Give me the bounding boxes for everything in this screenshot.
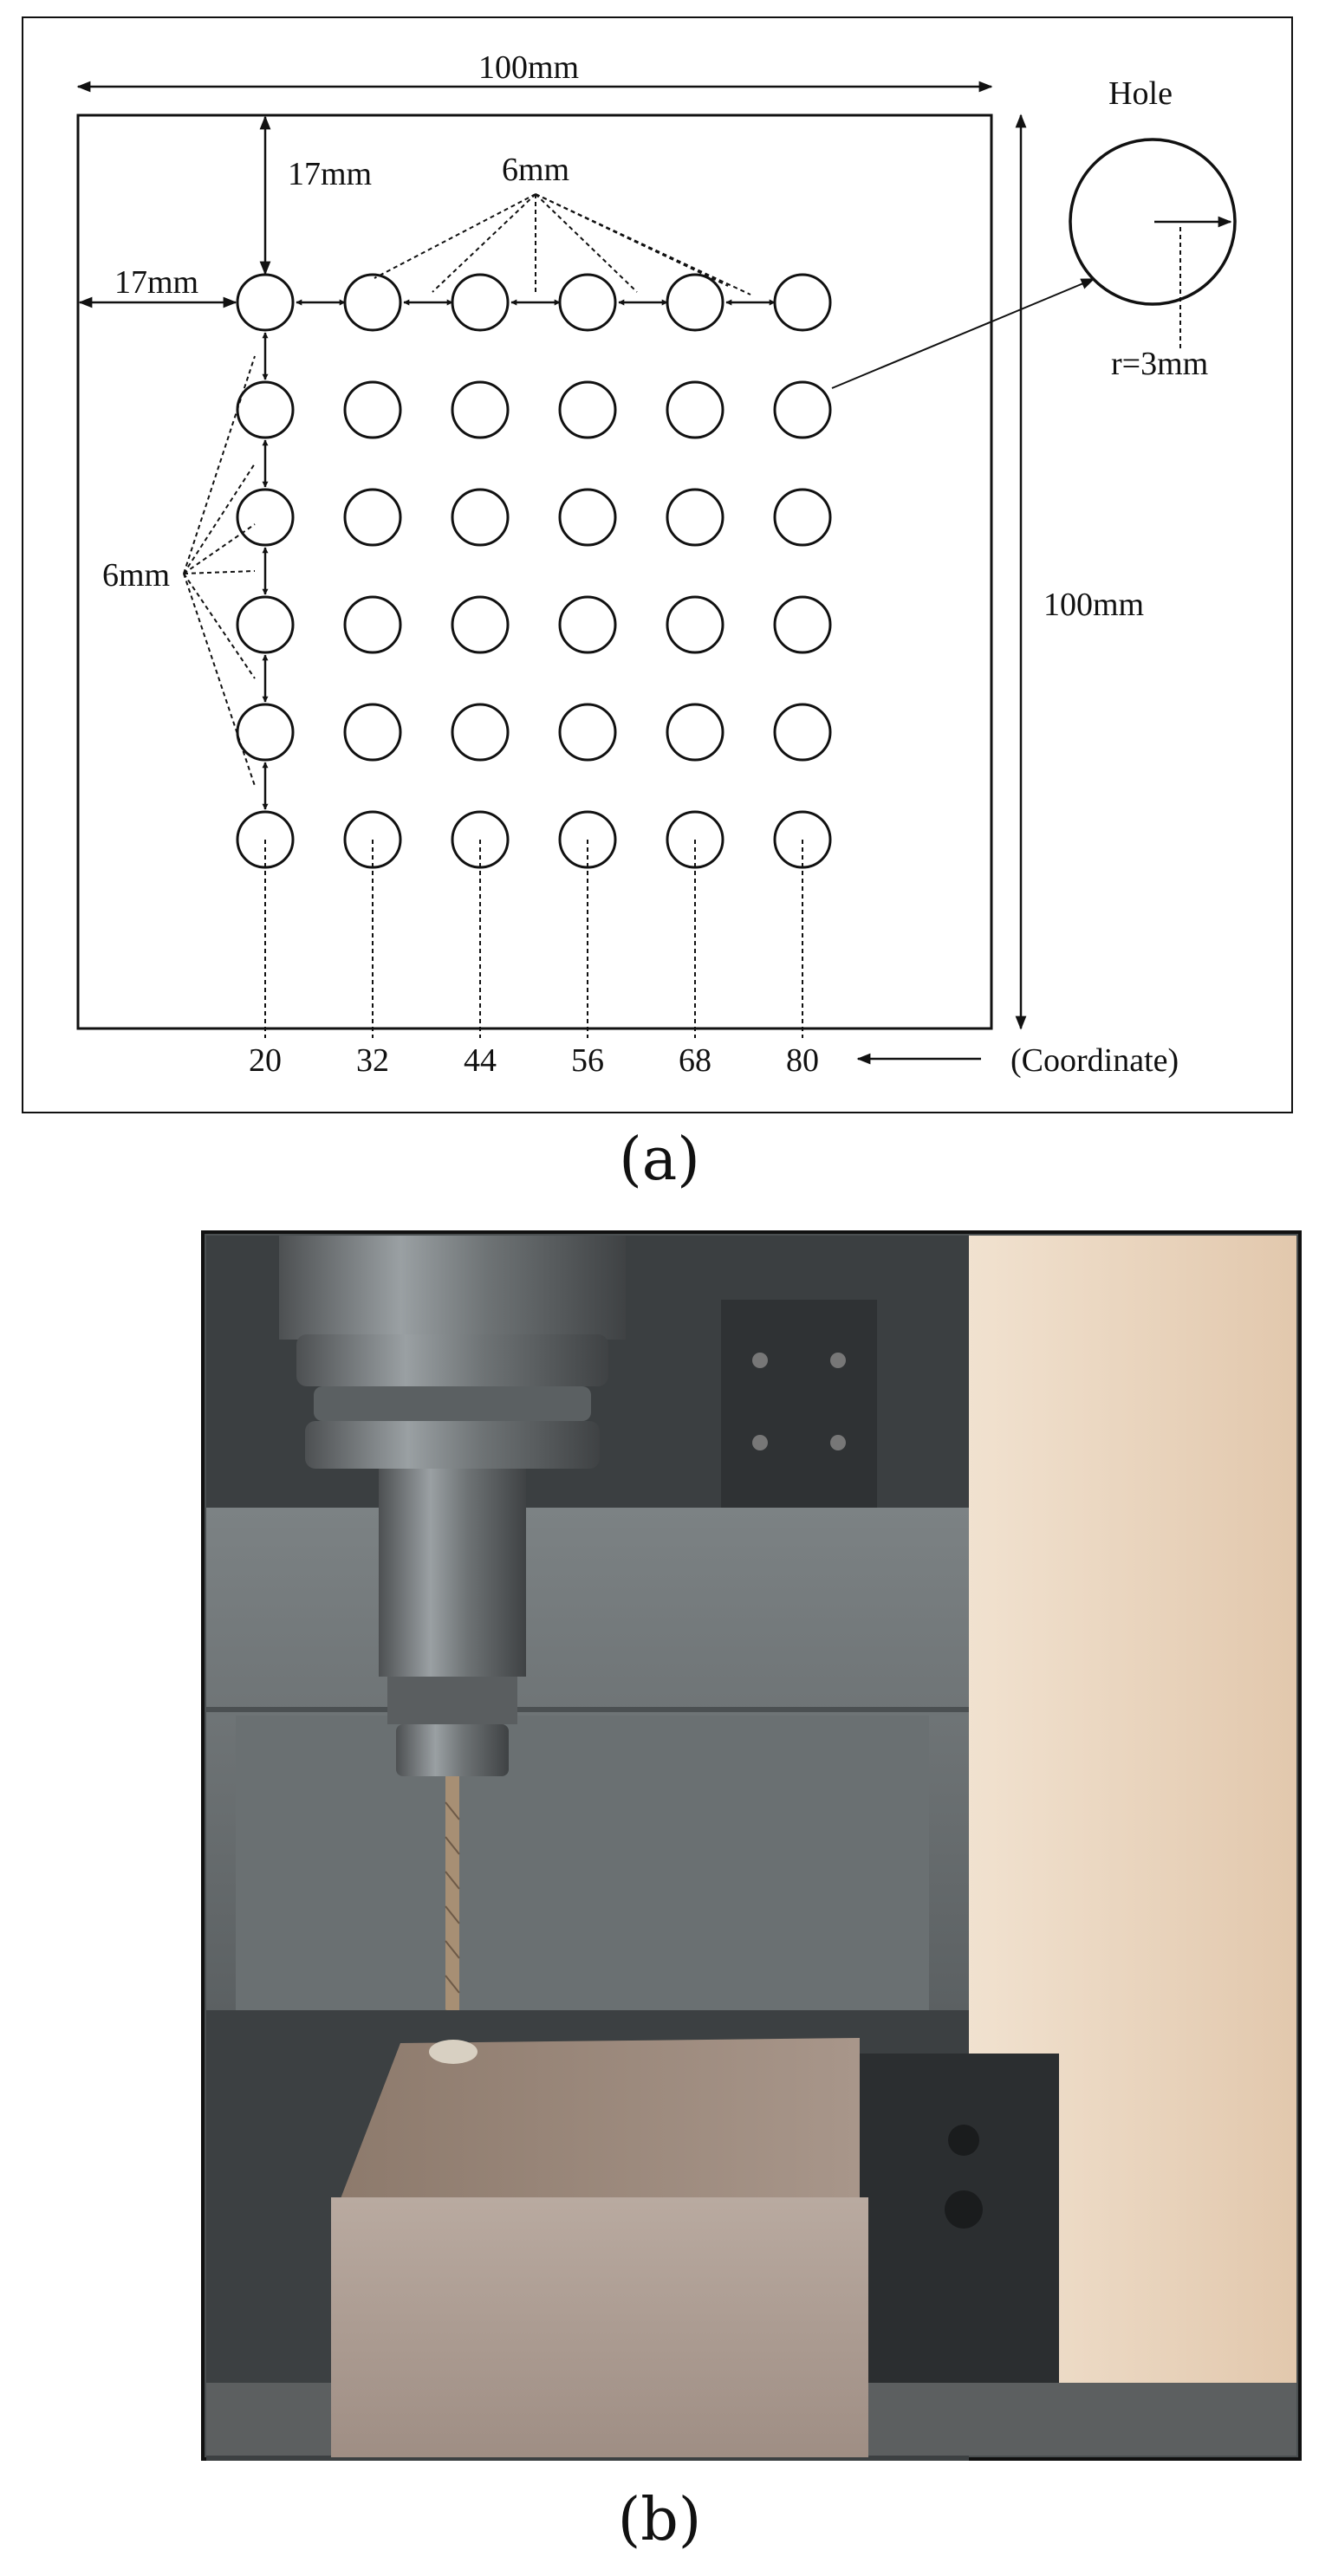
hole bbox=[558, 595, 617, 654]
coordinate-value: 56 bbox=[571, 1042, 604, 1079]
hole bbox=[236, 273, 295, 332]
width-dimension-label: 100mm bbox=[478, 49, 579, 86]
hole bbox=[451, 273, 510, 332]
caption-b: (b) bbox=[617, 2486, 702, 2554]
vertical-gap-leaders bbox=[183, 355, 256, 787]
hole bbox=[343, 273, 402, 332]
vise-hole bbox=[945, 2190, 983, 2229]
body-seam bbox=[206, 1707, 969, 1712]
hole bbox=[236, 595, 295, 654]
hole bbox=[666, 380, 724, 439]
tool-holder bbox=[379, 1469, 526, 1677]
bolt bbox=[830, 1435, 846, 1450]
hole bbox=[343, 380, 402, 439]
machine-bracket bbox=[721, 1300, 877, 1508]
hole bbox=[666, 273, 724, 332]
hole bbox=[558, 488, 617, 547]
hole bbox=[236, 380, 295, 439]
horizontal-gap-label: 6mm bbox=[502, 152, 569, 188]
hole bbox=[558, 703, 617, 762]
hole bbox=[773, 595, 832, 654]
bolt bbox=[830, 1353, 846, 1368]
coordinate-labels: 20 32 44 56 68 80 bbox=[249, 840, 819, 1079]
spindle-ring bbox=[314, 1386, 591, 1421]
plate-outline bbox=[76, 114, 993, 1030]
workpiece-top bbox=[340, 2038, 860, 2201]
hole-grid bbox=[236, 273, 832, 869]
spindle-ring bbox=[296, 1334, 608, 1386]
hole bbox=[666, 595, 724, 654]
hole bbox=[451, 380, 510, 439]
top-margin-label: 17mm bbox=[288, 156, 372, 192]
spindle-ring bbox=[305, 1421, 600, 1469]
hole-detail-title: Hole bbox=[1108, 75, 1173, 112]
caption-a: (a) bbox=[619, 1126, 700, 1194]
collet-nut bbox=[387, 1677, 517, 1724]
hole bbox=[343, 703, 402, 762]
drill-chips bbox=[429, 2040, 478, 2064]
bolt bbox=[752, 1435, 768, 1450]
coordinate-value: 20 bbox=[249, 1042, 282, 1079]
hole bbox=[666, 488, 724, 547]
hole bbox=[343, 488, 402, 547]
hole bbox=[773, 703, 832, 762]
drilling-photo bbox=[201, 1230, 1302, 2461]
bolt bbox=[752, 1353, 768, 1368]
hole bbox=[451, 488, 510, 547]
hole bbox=[236, 703, 295, 762]
horizontal-gap-leaders bbox=[374, 193, 751, 295]
hole bbox=[666, 703, 724, 762]
hole-detail-circle bbox=[1069, 138, 1237, 306]
hole-detail-pointer bbox=[831, 278, 1095, 389]
hole bbox=[773, 273, 832, 332]
coordinate-value: 44 bbox=[464, 1042, 497, 1079]
height-dimension-label: 100mm bbox=[1043, 587, 1144, 623]
body-panel bbox=[236, 1716, 929, 2028]
workpiece-front bbox=[331, 2197, 868, 2457]
left-margin-label: 17mm bbox=[114, 264, 198, 301]
vise-hole bbox=[948, 2125, 979, 2156]
hole bbox=[451, 703, 510, 762]
hole-layout-diagram: 100mm 100mm 17mm 17mm 6mm bbox=[22, 16, 1293, 1113]
collet bbox=[396, 1724, 509, 1776]
spindle-top bbox=[279, 1236, 626, 1340]
outer-frame bbox=[22, 16, 1293, 1113]
coordinate-value: 68 bbox=[679, 1042, 711, 1079]
hole bbox=[558, 273, 617, 332]
coordinate-value: 80 bbox=[786, 1042, 819, 1079]
vertical-gap-label: 6mm bbox=[102, 557, 170, 594]
hole bbox=[236, 488, 295, 547]
coordinate-label: (Coordinate) bbox=[1010, 1042, 1179, 1079]
hole bbox=[773, 488, 832, 547]
hole bbox=[773, 380, 832, 439]
hole bbox=[343, 595, 402, 654]
coordinate-value: 32 bbox=[356, 1042, 389, 1079]
hole-radius-label: r=3mm bbox=[1111, 346, 1208, 382]
hole bbox=[451, 595, 510, 654]
hole bbox=[558, 380, 617, 439]
